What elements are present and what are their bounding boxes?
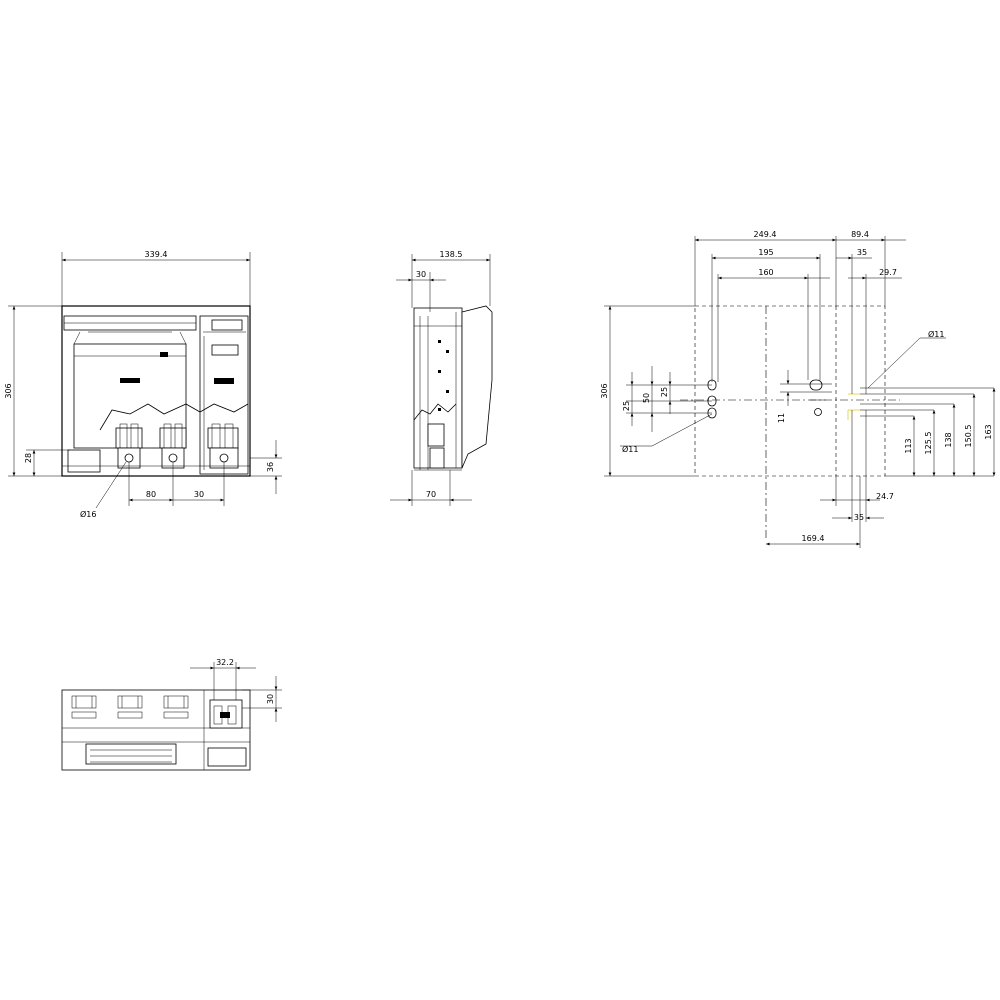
mount-dim-195: 195 — [758, 248, 773, 257]
mount-dim-35-top: 35 — [857, 248, 867, 257]
mount-dim-25b: 25 — [660, 387, 669, 397]
front-view: 339.4 306 28 36 80 30 Ø16 — [4, 250, 282, 519]
mount-dim-11: 11 — [777, 413, 786, 423]
side-dim-30: 30 — [416, 270, 426, 279]
side-dim-70: 70 — [426, 490, 436, 499]
front-housing — [61, 305, 251, 477]
side-view: 138.5 30 70 — [390, 250, 493, 506]
mount-dim-138: 138 — [944, 432, 953, 447]
side-depth-label: 138.5 — [440, 250, 463, 259]
front-dim-28: 28 — [24, 453, 33, 463]
mount-dim-169-4: 169.4 — [802, 534, 825, 543]
mount-dim-29-7: 29.7 — [879, 268, 897, 277]
mount-dim-249-4: 249.4 — [754, 230, 777, 239]
front-terminal-1 — [115, 423, 143, 469]
mount-dim-163: 163 — [984, 424, 993, 439]
mount-dim-160: 160 — [758, 268, 773, 277]
front-dim-80: 80 — [146, 490, 156, 499]
mount-hole-left-label: Ø11 — [622, 444, 638, 454]
mount-dim-113: 113 — [904, 438, 913, 453]
top-terminal-2 — [117, 695, 143, 719]
front-hole-diameter: Ø16 — [80, 509, 96, 519]
front-terminal-2 — [159, 423, 187, 469]
top-terminal-3 — [163, 695, 189, 719]
mount-dim-125-5: 125.5 — [924, 432, 933, 455]
mount-dim-150-5: 150.5 — [964, 425, 973, 448]
top-dim-30: 30 — [266, 694, 275, 704]
mount-dim-50: 50 — [642, 393, 651, 403]
mount-slot-mid — [809, 379, 823, 391]
mounting-view: 249.4 89.4 195 35 160 29.7 306 25 — [600, 230, 996, 548]
mount-dim-35-bottom: 35 — [854, 513, 864, 522]
top-terminal-1 — [71, 695, 97, 719]
mount-dim-89-4: 89.4 — [851, 230, 869, 239]
front-dim-36: 36 — [266, 462, 275, 472]
mount-hole-right-label: Ø11 — [928, 329, 944, 339]
mount-hole-mid — [814, 408, 822, 416]
top-view: 32.2 30 — [61, 658, 282, 771]
front-break-line — [99, 403, 249, 431]
top-dim-32-2: 32.2 — [216, 658, 234, 667]
front-width-label: 339.4 — [145, 250, 168, 259]
top-terminal-4 — [209, 699, 243, 729]
mount-dim-24-7: 24.7 — [876, 492, 894, 501]
mount-height-label: 306 — [600, 383, 609, 398]
front-dim-30: 30 — [194, 490, 204, 499]
mount-dim-25a: 25 — [622, 401, 631, 411]
front-terminal-3 — [207, 423, 239, 469]
mounting-outline — [694, 305, 886, 477]
front-height-label: 306 — [4, 383, 13, 398]
side-cover — [461, 305, 493, 469]
